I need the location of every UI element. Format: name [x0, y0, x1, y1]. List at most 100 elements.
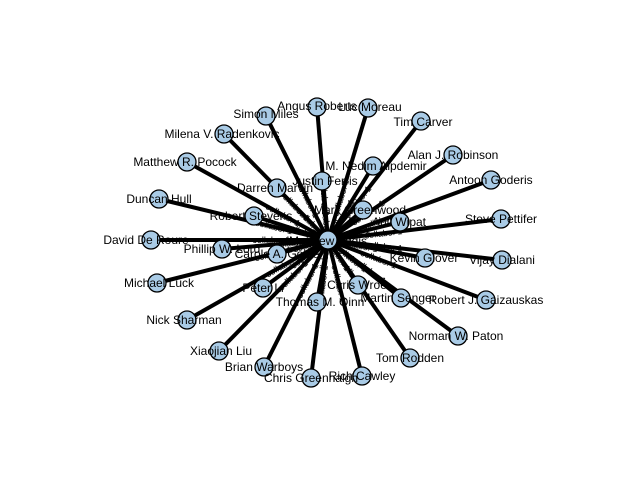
node-label-m-nedim-alpdemir: M. Nedim Alpdemir: [325, 159, 426, 173]
edge-darren-marvin: [275, 186, 330, 242]
edge-label-phillip-w-lord: collabs: 1: [275, 236, 314, 249]
edge-vijay-dialani: [327, 238, 503, 262]
node-label-brian-warboys: Brian Warboys: [225, 360, 303, 374]
node-xiaojian-liu[interactable]: [209, 341, 229, 361]
edge-alan-j-robinson: [326, 153, 455, 242]
node-anil-wipat[interactable]: [390, 212, 410, 232]
edge-tim-carver: [326, 119, 423, 242]
node-chris-greenhalgh[interactable]: [301, 368, 321, 388]
node-label-matthew-addis: Matthew Addis: [289, 234, 367, 248]
node-label-rich-cawley: Rich Cawley: [329, 369, 396, 383]
node-chris-wroe[interactable]: [348, 275, 368, 295]
node-label-antoon-goderis: Antoon Goderis: [449, 173, 532, 187]
node-label-thomas-m-oinn: Thomas M. Oinn: [276, 295, 365, 309]
node-label-chris-wroe: Chris Wroe: [327, 278, 387, 292]
node-label-duncan-hull: Duncan Hull: [126, 192, 191, 206]
node-label-kevin-glover: Kevin Glover: [390, 251, 459, 265]
edge-justin-ferris: [320, 180, 330, 241]
edge-tom-rodden: [326, 238, 412, 360]
node-label-tim-carver: Tim Carver: [394, 115, 453, 129]
edge-simon-miles: [264, 115, 330, 241]
edge-luc-moreau: [326, 107, 370, 241]
node-justin-ferris[interactable]: [312, 171, 332, 191]
node-label-carole-a-goble: Carole A. Goble: [235, 247, 320, 261]
edge-duncan-hull: [158, 197, 329, 242]
node-luc-moreau[interactable]: [358, 98, 378, 118]
node-label-steve-pettifer: Steve Pettifer: [465, 212, 537, 226]
node-michael-luck[interactable]: [147, 273, 167, 293]
node-matthew-r-pocock[interactable]: [177, 152, 197, 172]
edge-nick-sharman: [186, 238, 329, 322]
edge-michael-luck: [156, 238, 329, 285]
node-tim-carver[interactable]: [411, 111, 431, 131]
node-label-robert-j-gaizauskas: Robert J. Gaizauskas: [429, 293, 544, 307]
edge-norman-w-paton: [326, 238, 460, 338]
node-mark-greenwood[interactable]: [353, 200, 373, 220]
node-robert-stevens[interactable]: [244, 206, 264, 226]
node-thomas-m-oinn[interactable]: [307, 292, 327, 312]
node-label-justin-ferris: Justin Ferris: [292, 174, 357, 188]
node-layer: [141, 97, 512, 388]
node-brian-warboys[interactable]: [254, 357, 274, 377]
node-label-mark-greenwood: Mark Greenwood: [314, 203, 406, 217]
edge-label-vijay-dialani: collabs: 1: [364, 239, 403, 253]
node-robert-j-gaizauskas[interactable]: [476, 290, 496, 310]
node-label-peter-li: Peter Li: [242, 281, 283, 295]
node-phillip-w-lord[interactable]: [212, 239, 232, 259]
node-darren-marvin[interactable]: [267, 178, 287, 198]
node-vijay-dialani[interactable]: [492, 250, 512, 270]
node-angus-roberts[interactable]: [307, 97, 327, 117]
edge-robert-stevens: [253, 214, 329, 242]
node-label-darren-marvin: Darren Marvin: [237, 181, 313, 195]
node-rich-cawley[interactable]: [352, 366, 372, 386]
edge-m-nedim-alpdemir: [326, 164, 375, 242]
node-label-nick-sharman: Nick Sharman: [146, 313, 221, 327]
node-label-anil-wipat: Anil Wipat: [372, 215, 427, 229]
edge-label-steve-pettifer: collabs: 1: [364, 226, 403, 240]
node-tom-rodden[interactable]: [400, 348, 420, 368]
edge-robert-j-gaizauskas: [327, 238, 487, 302]
node-antoon-goderis[interactable]: [481, 170, 501, 190]
node-label-xiaojian-liu: Xiaojian Liu: [190, 344, 252, 358]
node-label-simon-miles: Simon Miles: [233, 107, 298, 121]
node-label-angus-roberts: Angus Roberts: [277, 99, 356, 113]
edge-label-david-de-roure: collabs: 1: [252, 235, 290, 245]
node-norman-w-paton[interactable]: [448, 326, 468, 346]
edge-steve-pettifer: [327, 217, 502, 242]
node-kevin-glover[interactable]: [415, 248, 435, 268]
node-carole-a-goble[interactable]: [267, 244, 287, 264]
node-label-michael-luck: Michael Luck: [124, 276, 195, 290]
edge-antoon-goderis: [327, 178, 492, 242]
node-label-matthew-r-pocock: Matthew R. Pocock: [133, 155, 237, 169]
node-matthew-addis[interactable]: [318, 230, 338, 250]
node-simon-miles[interactable]: [256, 106, 276, 126]
node-label-phillip-w-lord: Phillip W. Lord: [184, 242, 261, 256]
node-nick-sharman[interactable]: [177, 310, 197, 330]
node-david-de-roure[interactable]: [141, 230, 161, 250]
node-label-robert-stevens: Robert Stevens: [210, 209, 293, 223]
node-label-norman-w-paton: Norman W. Paton: [409, 329, 504, 343]
edge-matthew-r-pocock: [186, 160, 329, 242]
node-label-david-de-roure: David De Roure: [103, 233, 189, 247]
node-steve-pettifer[interactable]: [491, 209, 511, 229]
node-label-martin-senger: Martin Senger: [360, 291, 435, 305]
node-label-alan-j-robinson: Alan J. Robinson: [408, 148, 499, 162]
node-label-chris-greenhalgh: Chris Greenhalgh: [264, 371, 358, 385]
node-martin-senger[interactable]: [391, 288, 411, 308]
node-label-milena-v-radenkovic: Milena V. Radenkovic: [165, 127, 280, 141]
node-label-vijay-dialani: Vijay Dialani: [469, 253, 535, 267]
node-alan-j-robinson[interactable]: [443, 145, 463, 165]
node-peter-li[interactable]: [253, 278, 273, 298]
edge-brian-warboys: [262, 239, 330, 368]
node-label-luc-moreau: Luc Moreau: [338, 100, 401, 114]
node-duncan-hull[interactable]: [149, 189, 169, 209]
node-label-tom-rodden: Tom Rodden: [376, 351, 444, 365]
edge-layer: [151, 106, 503, 379]
node-m-nedim-alpdemir[interactable]: [363, 156, 383, 176]
edge-rich-cawley: [326, 239, 364, 377]
node-milena-v-radenkovic[interactable]: [214, 124, 234, 144]
edge-xiaojian-liu: [217, 238, 330, 353]
edge-phillip-w-lord: [221, 238, 329, 251]
